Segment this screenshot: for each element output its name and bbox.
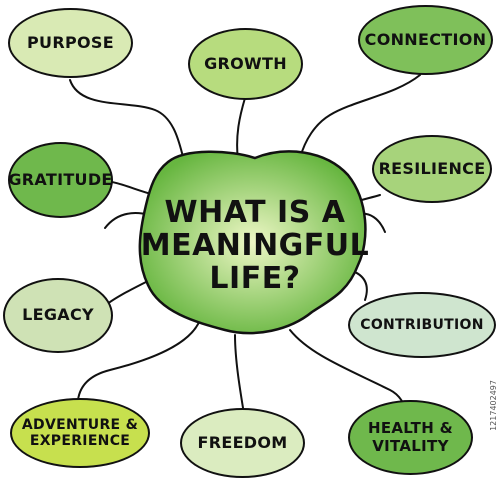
node-adventure: ADVENTURE & EXPERIENCE bbox=[10, 398, 150, 468]
center-blob bbox=[138, 150, 367, 335]
connector-connection bbox=[299, 74, 421, 159]
node-growth: GROWTH bbox=[188, 28, 303, 100]
node-contribution: CONTRIBUTION bbox=[348, 292, 496, 358]
node-purpose: PURPOSE bbox=[8, 8, 133, 78]
node-connection: CONNECTION bbox=[358, 5, 493, 75]
connector-growth bbox=[236, 97, 246, 161]
node-freedom: FREEDOM bbox=[180, 408, 305, 478]
node-health: HEALTH & VITALITY bbox=[348, 400, 473, 475]
connector-purpose bbox=[69, 79, 186, 166]
node-gratitude: GRATITUDE bbox=[8, 142, 113, 218]
node-resilience: RESILIENCE bbox=[372, 135, 492, 203]
node-legacy: LEGACY bbox=[3, 278, 113, 353]
watermark-id: 1217402497 bbox=[489, 380, 498, 431]
central-question: WHAT IS A MEANINGFUL LIFE? bbox=[140, 194, 370, 296]
connector-adventure bbox=[77, 319, 201, 401]
